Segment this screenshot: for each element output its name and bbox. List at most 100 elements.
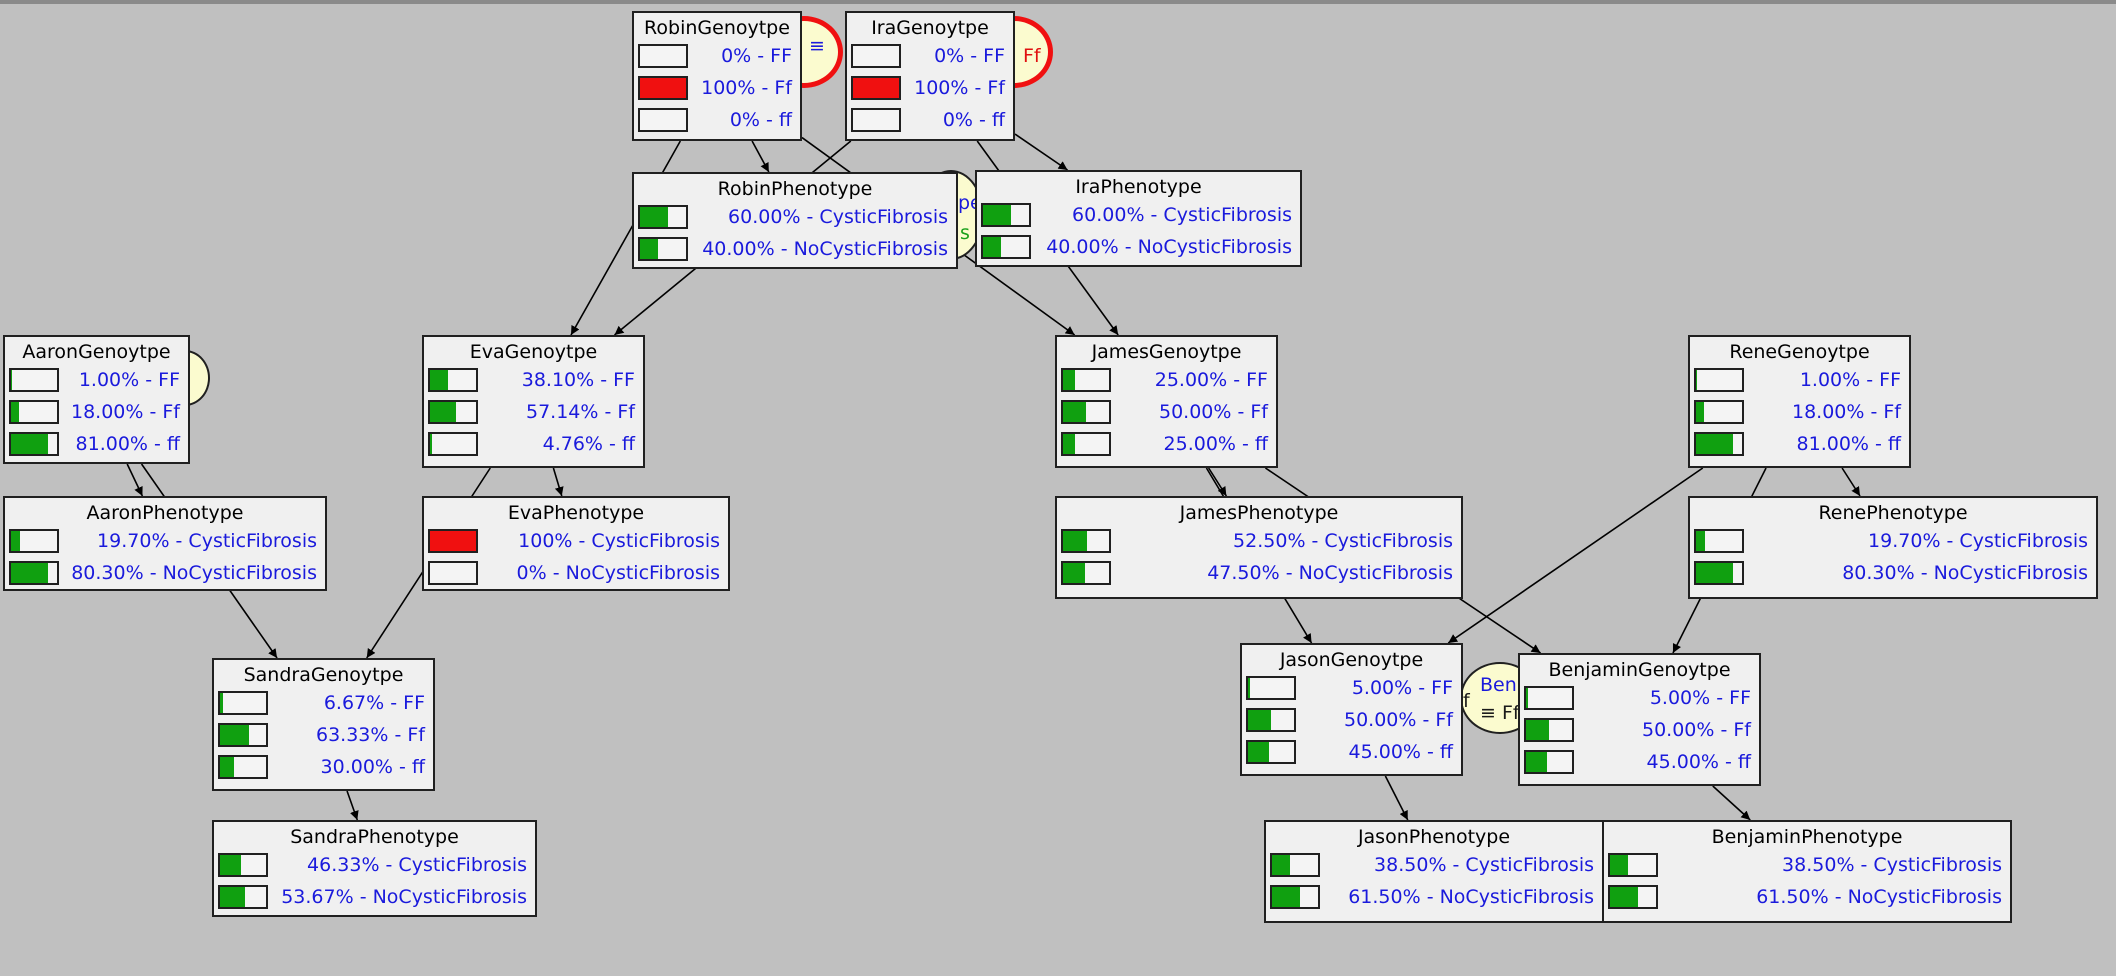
eva-genotype-state-row[interactable]: 57.14% - Ff (428, 399, 639, 425)
probability-bar (428, 561, 478, 585)
jason-genotype-state-row[interactable]: 50.00% - Ff (1246, 707, 1457, 733)
state-label: 19.70% - CysticFibrosis (97, 528, 317, 554)
jason-phenotype-state-row[interactable]: 38.50% - CysticFibrosis (1270, 852, 1598, 878)
state-label: 18.00% - Ff (71, 399, 180, 425)
aaron-genotype-state-row[interactable]: 1.00% - FF (9, 367, 184, 393)
benjamin-genotype-state-row[interactable]: 50.00% - Ff (1524, 717, 1755, 743)
jason-genotype-state-row[interactable]: 45.00% - ff (1246, 739, 1457, 765)
state-label: 0% - NoCysticFibrosis (517, 560, 720, 586)
james-phenotype-state-row[interactable]: 47.50% - NoCysticFibrosis (1061, 560, 1457, 586)
probability-bar (1270, 885, 1320, 909)
eva-phenotype-state-row[interactable]: 0% - NoCysticFibrosis (428, 560, 724, 586)
robin-phenotype-state-row[interactable]: 40.00% - NoCysticFibrosis (638, 236, 952, 262)
robin-genotype-state-row[interactable]: 0% - ff (638, 107, 796, 133)
eva-genotype-title: EvaGenoytpe (424, 341, 643, 363)
james-genotype-state-row[interactable]: 25.00% - ff (1061, 431, 1272, 457)
eva-phenotype-state-row[interactable]: 100% - CysticFibrosis (428, 528, 724, 554)
sandra-genotype-node[interactable]: SandraGenoytpe 6.67% - FF 63.33% - Ff 30.00… (212, 658, 435, 791)
eva-genotype-node[interactable]: EvaGenoytpe 38.10% - FF 57.14% - Ff 4.76% -… (422, 335, 645, 468)
james-phenotype-state-row[interactable]: 52.50% - CysticFibrosis (1061, 528, 1457, 554)
james-genotype-state-row[interactable]: 50.00% - Ff (1061, 399, 1272, 425)
rene-genotype-state-row[interactable]: 1.00% - FF (1694, 367, 1905, 393)
jason-genotype-to-jason-phenotype-edge (1385, 776, 1407, 820)
sandra-phenotype-state-row[interactable]: 46.33% - CysticFibrosis (218, 852, 531, 878)
robin-genotype-state-row[interactable]: 0% - FF (638, 43, 796, 69)
probability-bar-fill (11, 434, 48, 454)
benjamin-phenotype-state-row[interactable]: 38.50% - CysticFibrosis (1608, 852, 2006, 878)
ira-genotype-state-row[interactable]: 100% - Ff (851, 75, 1009, 101)
state-label: 80.30% - NoCysticFibrosis (1842, 560, 2088, 586)
state-label: 81.00% - ff (1797, 431, 1901, 457)
probability-bar (1694, 368, 1744, 392)
rene-phenotype-state-row[interactable]: 19.70% - CysticFibrosis (1694, 528, 2092, 554)
rene-genotype-state-row[interactable]: 18.00% - Ff (1694, 399, 1905, 425)
ira-phenotype-state-row[interactable]: 40.00% - NoCysticFibrosis (981, 234, 1296, 260)
jason-genotype-state-row[interactable]: 5.00% - FF (1246, 675, 1457, 701)
probability-bar-fill (1063, 402, 1086, 422)
rene-genotype-state-row[interactable]: 81.00% - ff (1694, 431, 1905, 457)
state-label: 0% - ff (943, 107, 1005, 133)
state-label: 6.67% - FF (324, 690, 425, 716)
probability-bar (428, 368, 478, 392)
benjamin-genotype-state-row[interactable]: 45.00% - ff (1524, 749, 1755, 775)
rene-phenotype-state-row[interactable]: 80.30% - NoCysticFibrosis (1694, 560, 2092, 586)
probability-bar-fill (430, 402, 456, 422)
jason-phenotype-state-row[interactable]: 61.50% - NoCysticFibrosis (1270, 884, 1598, 910)
aaron-phenotype-title: AaronPhenotype (5, 502, 325, 524)
probability-bar (851, 76, 901, 100)
benjamin-phenotype-state-row[interactable]: 61.50% - NoCysticFibrosis (1608, 884, 2006, 910)
ira-genotype-state-row[interactable]: 0% - ff (851, 107, 1009, 133)
probability-bar-fill (220, 855, 241, 875)
robin-phenotype-state-row[interactable]: 60.00% - CysticFibrosis (638, 204, 952, 230)
aaron-phenotype-node[interactable]: AaronPhenotype 19.70% - CysticFibrosis 80.… (3, 496, 327, 591)
state-label: 38.50% - CysticFibrosis (1782, 852, 2002, 878)
sandra-genotype-title: SandraGenoytpe (214, 664, 433, 686)
eva-genotype-state-row[interactable]: 38.10% - FF (428, 367, 639, 393)
jason-bubble-text: f (1463, 690, 1470, 712)
probability-bar (428, 432, 478, 456)
state-label: 100% - Ff (914, 75, 1005, 101)
probability-bar (9, 561, 59, 585)
sandra-genotype-state-row[interactable]: 30.00% - ff (218, 754, 429, 780)
probability-bar-fill (983, 205, 1011, 225)
sandra-phenotype-node[interactable]: SandraPhenotype 46.33% - CysticFibrosis 53… (212, 820, 537, 917)
benjamin-bubble-text-top: Ben (1480, 674, 1517, 696)
sandra-genotype-state-row[interactable]: 6.67% - FF (218, 690, 429, 716)
eva-genotype-to-eva-phenotype-edge (553, 468, 561, 496)
aaron-genotype-state-row[interactable]: 18.00% - Ff (9, 399, 184, 425)
benjamin-genotype-state-row[interactable]: 5.00% - FF (1524, 685, 1755, 711)
probability-bar (1694, 529, 1744, 553)
robin-genotype-state-row[interactable]: 100% - Ff (638, 75, 796, 101)
aaron-genotype-to-aaron-phenotype-edge (127, 464, 142, 496)
ira-genotype-node[interactable]: IraGenoytpe 0% - FF 100% - Ff 0% - ff (845, 11, 1015, 141)
probability-bar-fill (1063, 370, 1075, 390)
eva-genotype-state-row[interactable]: 4.76% - ff (428, 431, 639, 457)
aaron-phenotype-state-row[interactable]: 80.30% - NoCysticFibrosis (9, 560, 321, 586)
sandra-phenotype-state-row[interactable]: 53.67% - NoCysticFibrosis (218, 884, 531, 910)
probability-bar (638, 237, 688, 261)
state-label: 38.50% - CysticFibrosis (1374, 852, 1594, 878)
robin-genotype-to-robin-phenotype-edge (752, 141, 769, 172)
ira-genotype-title: IraGenoytpe (847, 17, 1013, 39)
ira-phenotype-state-row[interactable]: 60.00% - CysticFibrosis (981, 202, 1296, 228)
sandra-phenotype-title: SandraPhenotype (214, 826, 535, 848)
james-genotype-state-row[interactable]: 25.00% - FF (1061, 367, 1272, 393)
aaron-phenotype-state-row[interactable]: 19.70% - CysticFibrosis (9, 528, 321, 554)
ira-genotype-state-row[interactable]: 0% - FF (851, 43, 1009, 69)
sandra-genotype-state-row[interactable]: 63.33% - Ff (218, 722, 429, 748)
state-label: 61.50% - NoCysticFibrosis (1756, 884, 2002, 910)
aaron-genotype-state-row[interactable]: 81.00% - ff (9, 431, 184, 457)
